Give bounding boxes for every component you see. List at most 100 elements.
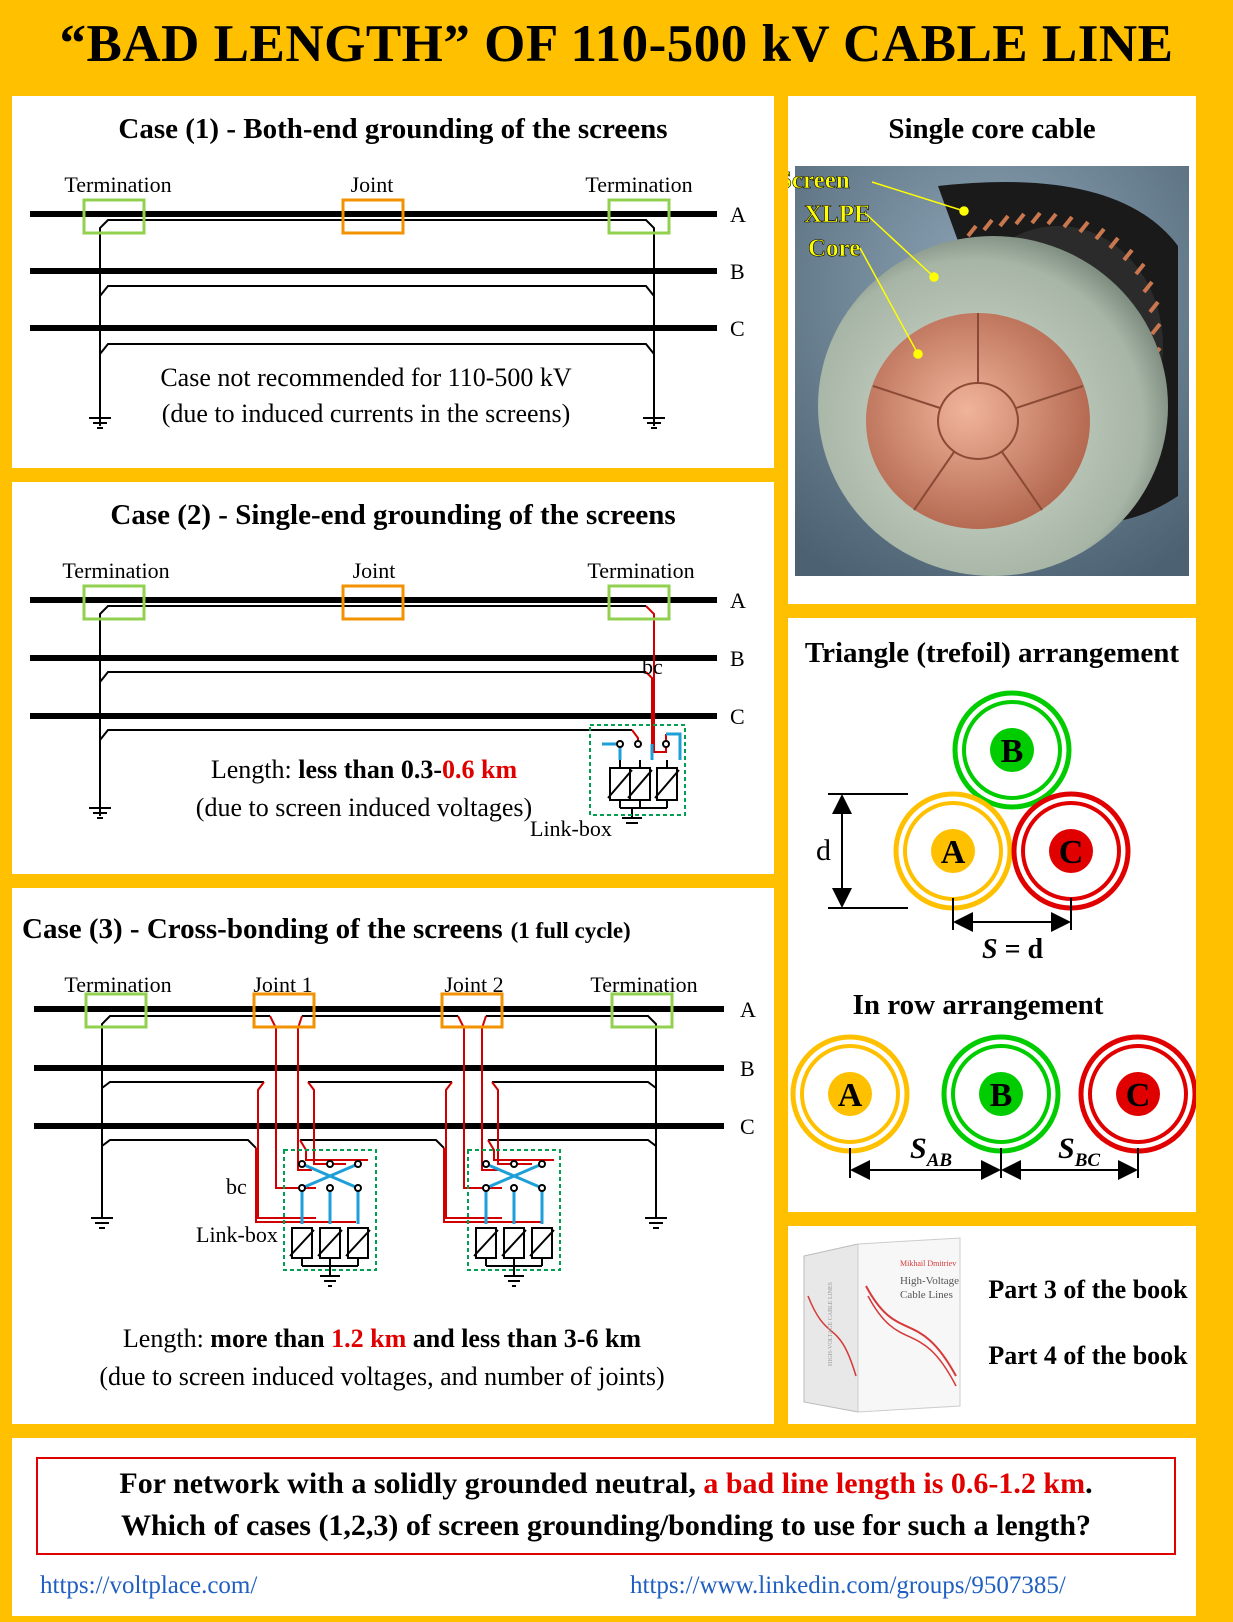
case2-diagram: Case (2) - Single-end grounding of the s…	[30, 499, 746, 841]
case1-note1: Case not recommended for 110-500 kV	[160, 363, 572, 392]
case3-diagram: Case (3) - Cross-bonding of the screens (…	[22, 913, 756, 1391]
case2-length: Length: less than 0.3-0.6 km	[211, 755, 518, 784]
link-box	[589, 724, 686, 816]
termination-box-left	[82, 198, 146, 235]
linkedin-link[interactable]: https://www.linkedin.com/groups/9507385/	[630, 1572, 1066, 1599]
ground-icon-left	[89, 416, 111, 429]
termination-box-right	[607, 198, 671, 235]
question-box: For network with a solidly grounded neut…	[36, 1457, 1176, 1555]
ground-icon-left	[91, 1217, 113, 1229]
s-eq: = d	[998, 934, 1044, 965]
screen-a	[99, 605, 646, 816]
cable-title: Single core cable	[888, 113, 1095, 145]
joint1-box	[252, 992, 316, 1029]
case3-length-bold1: more than	[210, 1324, 331, 1353]
row-phase-a: A	[790, 1034, 910, 1154]
case2-note: (due to screen induced voltages)	[196, 793, 532, 822]
arrangement-diagram: Triangle (trefoil) arrangement B A C d S…	[790, 637, 1198, 1180]
bonding-conductors	[631, 605, 667, 753]
book-image: Mikhail Dmitriev High-Voltage Cable Line…	[803, 1237, 961, 1413]
termination-label-right: Termination	[585, 172, 692, 197]
link-box-1	[283, 1149, 377, 1287]
cable-panel: Single core cable Screen XLPE Core	[778, 96, 1196, 604]
book-cover-title1: High-Voltage	[900, 1275, 959, 1287]
phase-c-label: C	[740, 1114, 755, 1139]
trefoil-phase-c: C	[1011, 791, 1131, 911]
joint-box	[341, 198, 405, 235]
screen-c	[99, 343, 655, 355]
link-switches	[616, 740, 670, 748]
termination-box-left	[84, 992, 148, 1029]
book-illustration: Mikhail Dmitriev High-Voltage Cable Line…	[803, 1237, 1188, 1413]
phase-b-label: B	[730, 259, 745, 284]
question-p1-end: .	[1085, 1467, 1093, 1500]
question-line2: Which of cases (1,2,3) of screen groundi…	[120, 1509, 1092, 1542]
trefoil-phase-b: B	[952, 690, 1072, 810]
screen-b	[99, 671, 646, 683]
screen-c	[99, 729, 632, 741]
case1-panel: Case (1) - Both-end grounding of the scr…	[12, 96, 774, 468]
phase-b-label: B	[730, 646, 745, 671]
sbc-sub: BC	[1074, 1150, 1101, 1171]
termination-box-right	[607, 584, 671, 621]
link-box-2	[467, 1149, 561, 1287]
phase-a-label: A	[730, 202, 746, 227]
phase-c-label: C	[730, 704, 745, 729]
sab-label: SAB	[910, 1132, 952, 1171]
surge-arresters	[607, 760, 680, 824]
sab-sub: AB	[926, 1150, 952, 1171]
case3-length-prefix: Length:	[123, 1324, 210, 1353]
phase-b-label: B	[740, 1056, 755, 1081]
question-highlight: a bad line length is 0.6-1.2 km	[703, 1467, 1086, 1500]
row-dimensions	[849, 1148, 1139, 1180]
xlpe-label: XLPE	[804, 201, 871, 228]
bonding-conductors-1	[255, 1015, 368, 1223]
ground-icon-left	[89, 807, 111, 819]
trefoil-a-text: A	[941, 834, 966, 871]
phase-a-label: A	[740, 997, 756, 1022]
termination-label-right: Termination	[587, 558, 694, 583]
case1-diagram: Case (1) - Both-end grounding of the scr…	[30, 113, 746, 429]
bc-label: bc	[642, 654, 663, 679]
phase-a-label: A	[730, 588, 746, 613]
book-part4[interactable]: Part 4 of the book	[988, 1341, 1188, 1370]
s-dimension	[952, 898, 1072, 932]
sbc-label: SBC	[1058, 1132, 1100, 1171]
cable-illustration: Single core cable Screen XLPE Core	[778, 113, 1189, 576]
screen-label: Screen	[788, 167, 850, 194]
sab-s: S	[910, 1132, 927, 1165]
case3-length-red: 1.2 km	[331, 1324, 406, 1353]
book-cover-title2: Cable Lines	[900, 1289, 953, 1301]
ground-icon-right	[643, 417, 665, 429]
question-line1: For network with a solidly grounded neut…	[38, 1463, 1174, 1505]
core-label: Core	[808, 235, 860, 262]
trefoil-title: Triangle (trefoil) arrangement	[805, 637, 1180, 669]
s-equals-d: S = d	[982, 934, 1044, 965]
voltplace-link[interactable]: https://voltplace.com/	[40, 1572, 258, 1599]
row-title: In row arrangement	[853, 989, 1104, 1021]
case3-title-small: (1 full cycle)	[511, 918, 631, 943]
bc-label: bc	[226, 1174, 247, 1199]
link-box-label: Link-box	[196, 1222, 278, 1247]
case2-title: Case (2) - Single-end grounding of the s…	[110, 499, 675, 531]
s-italic: S	[982, 934, 998, 965]
d-dimension	[828, 793, 908, 909]
case1-title: Case (1) - Both-end grounding of the scr…	[118, 113, 667, 145]
book-panel: Mikhail Dmitriev High-Voltage Cable Line…	[788, 1226, 1196, 1424]
termination-label-left: Termination	[62, 558, 169, 583]
core-segments	[872, 313, 1084, 511]
bonding-conductors-2	[443, 1015, 554, 1223]
joint-label: Joint	[353, 558, 396, 583]
case3-length: Length: more than 1.2 km and less than 3…	[123, 1324, 641, 1353]
case3-title-main: Case (3) - Cross-bonding of the screens	[22, 913, 503, 945]
row-b-text: B	[990, 1077, 1013, 1114]
case1-note2: (due to induced currents in the screens)	[162, 399, 571, 428]
book-part3[interactable]: Part 3 of the book	[988, 1275, 1188, 1304]
screens	[101, 1015, 657, 1218]
sbc-s: S	[1058, 1132, 1075, 1165]
case3-title: Case (3) - Cross-bonding of the screens (…	[22, 913, 631, 945]
joint-label: Joint	[351, 172, 394, 197]
arrangement-panel: Triangle (trefoil) arrangement B A C d S…	[788, 618, 1198, 1212]
termination-label-left: Termination	[64, 172, 171, 197]
joint2-box	[440, 992, 504, 1029]
